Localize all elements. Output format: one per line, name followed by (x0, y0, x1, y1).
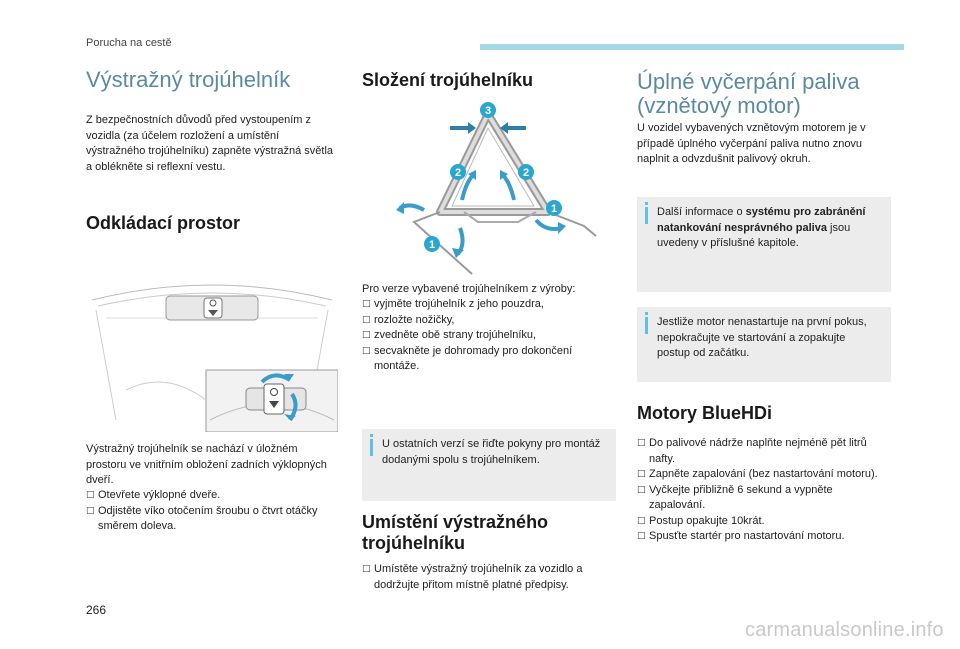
info-icon (645, 312, 648, 334)
storage-paragraph: Výstražný trojúhelník se nachází v úložn… (86, 443, 327, 486)
fuel-heading: Úplné vyčerpání paliva (vznětový motor) (637, 69, 860, 118)
list-item: rozložte nožičky, (362, 313, 616, 329)
list-item: Vyčkejte přibližně 6 sekund a vypněte za… (637, 483, 891, 514)
assembly-intro: Pro verze vybavené trojúhelníkem z výrob… (362, 283, 576, 295)
list-item: Spusťte startér pro nastartování motoru. (637, 529, 891, 545)
fuel-intro: U vozidel vybavených vznětovým motorem j… (637, 122, 866, 165)
triangle-assembly-figure: 3 2 2 1 1 (386, 98, 600, 278)
placement-steps-list: Umístěte výstražný trojúhelník za vozidl… (362, 562, 616, 593)
info-text-bold: systému pro zabránění natankování nesprá… (657, 206, 866, 234)
list-item: Do palivové nádrže naplňte nejméně pět l… (637, 436, 891, 467)
step-number-1-right: 1 (551, 203, 557, 215)
info-icon (370, 434, 373, 456)
list-item: Zapněte zapalování (bez nastartování mot… (637, 467, 891, 483)
info-box-restart: Jestliže motor nenastartuje na první pok… (637, 307, 891, 382)
storage-heading: Odkládací prostor (86, 213, 241, 233)
list-item: Umístěte výstražný trojúhelník za vozidl… (362, 562, 616, 593)
assembly-steps-list: vyjměte trojúhelník z jeho pouzdra, rozl… (362, 297, 616, 375)
bluehdi-heading: Motory BlueHDi (637, 403, 772, 423)
step-number-1-left: 1 (429, 239, 435, 251)
intro-paragraph: Z bezpečnostních důvodů před vystoupením… (86, 114, 334, 173)
section-header: Porucha na cestě (86, 37, 172, 49)
list-item: Postup opakujte 10krát. (637, 514, 891, 530)
step-number-2-left: 2 (455, 167, 461, 179)
list-item: vyjměte trojúhelník z jeho pouzdra, (362, 297, 616, 313)
step-number-3: 3 (485, 105, 491, 117)
list-item: Otevřete výklopné dveře. (86, 488, 338, 504)
storage-steps-list: Otevřete výklopné dveře. Odjistěte víko … (86, 488, 338, 535)
bluehdi-steps-list: Do palivové nádrže naplňte nejméně pět l… (637, 436, 891, 545)
info-icon (645, 202, 648, 224)
info-text-prefix: Další informace o (657, 206, 746, 218)
info-box-misfuel: Další informace o systému pro zabránění … (637, 197, 891, 292)
list-item: Odjistěte víko otočením šroubu o čtvrt o… (86, 504, 338, 535)
tailgate-storage-figure (86, 270, 338, 432)
list-item: secvakněte je dohromady pro dokončení mo… (362, 344, 616, 375)
page-title: Výstražný trojúhelník (86, 67, 291, 92)
list-item: zvedněte obě strany trojúhelníku, (362, 328, 616, 344)
placement-heading: Umístění výstražného trojúhelníku (362, 512, 549, 553)
step-number-2-right: 2 (523, 167, 529, 179)
info-text-suffix: jsou uvedeny v příslušné kapitole. (657, 221, 851, 250)
assembly-heading: Složení trojúhelníku (362, 70, 534, 90)
info-text: U ostatních verzí se řiďte pokyny pro mo… (382, 438, 601, 466)
page-number: 266 (86, 603, 107, 617)
watermark: carmanualsonline.info (745, 619, 944, 641)
info-box-other-versions: U ostatních verzí se řiďte pokyny pro mo… (362, 429, 616, 501)
info-text: Jestliže motor nenastartuje na první pok… (657, 316, 867, 359)
header-accent-bar (480, 44, 904, 50)
